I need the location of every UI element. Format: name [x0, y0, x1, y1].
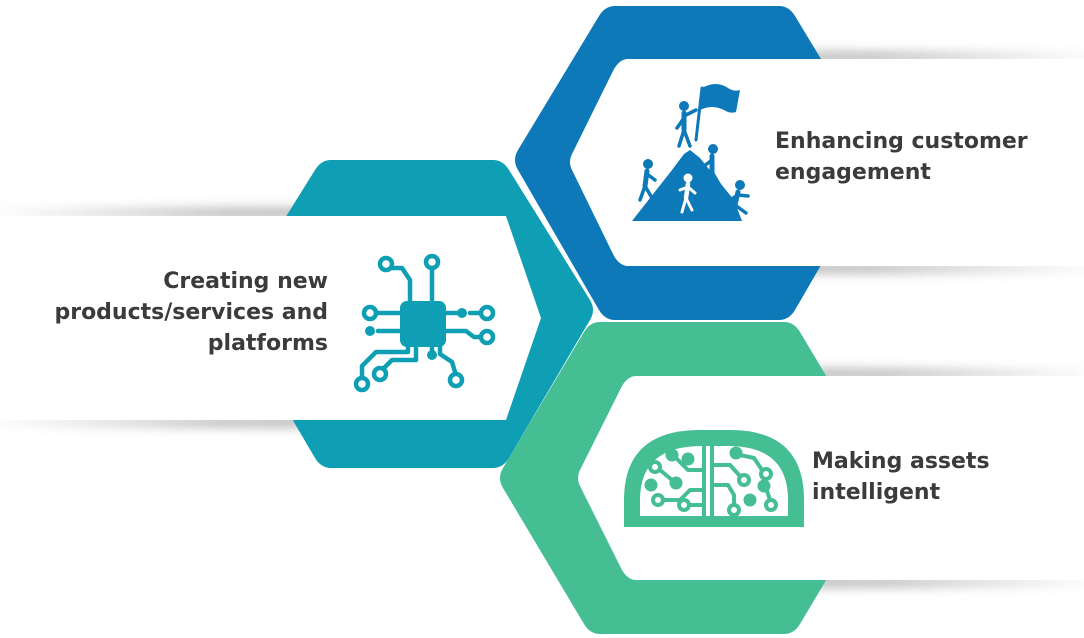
card-bottom	[578, 376, 1084, 580]
mountain-climbers-icon	[632, 84, 750, 221]
label-customer-engagement: Enhancing customer engagement	[775, 129, 1028, 185]
card-left	[0, 216, 541, 420]
label-products-services: Creating new products/services and platf…	[54, 269, 328, 356]
circuit-brain-icon	[624, 430, 804, 527]
label-intelligent-assets: Making assets intelligent	[812, 449, 990, 505]
circuit-chip-icon	[353, 253, 496, 393]
